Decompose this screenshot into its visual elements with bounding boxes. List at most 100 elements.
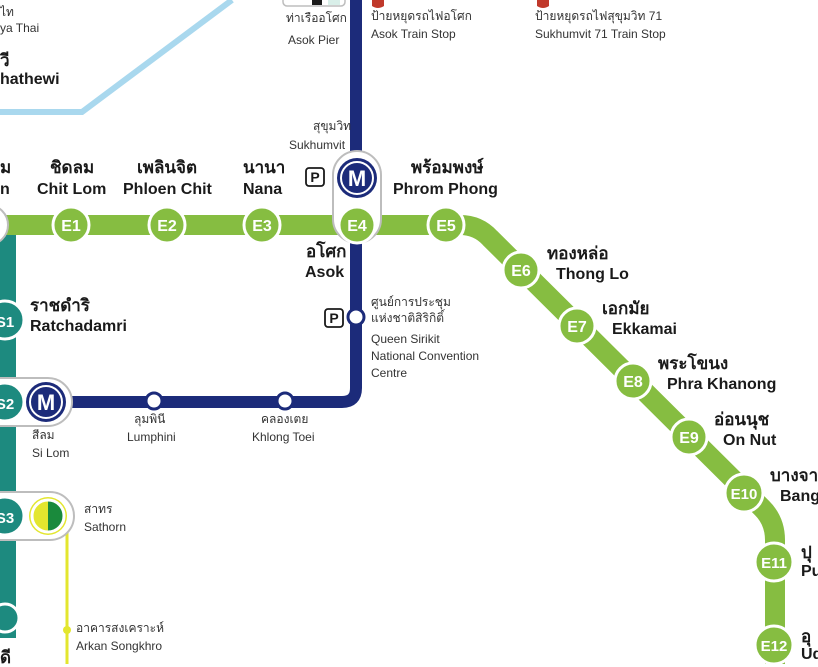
station-e2[interactable]: E2 xyxy=(147,205,187,245)
pier-icon xyxy=(282,0,346,7)
qsncc-thai-1: ศูนย์การประชุม xyxy=(371,295,451,309)
e8-thai: พระโขนง xyxy=(658,354,729,373)
svg-text:E2: E2 xyxy=(157,218,177,235)
station-qsncc[interactable] xyxy=(346,307,366,327)
svg-text:E4: E4 xyxy=(347,218,367,235)
svg-text:S2: S2 xyxy=(0,396,14,413)
asok-pier-thai: ท่าเรืออโศก xyxy=(286,11,347,25)
station-s1[interactable]: S1 xyxy=(0,299,26,341)
mrt-icon: M xyxy=(26,382,66,422)
svg-text:E6: E6 xyxy=(511,263,531,280)
e10-thai: บางจาก xyxy=(770,466,818,485)
parking-icon: P xyxy=(305,167,325,187)
e7-thai: เอกมัย xyxy=(602,299,650,318)
e2-thai: เพลินจิต xyxy=(137,158,198,177)
station-e7[interactable]: E7 xyxy=(557,306,597,346)
svg-text:P: P xyxy=(329,310,338,326)
e5-english: Phrom Phong xyxy=(393,181,498,198)
e9-thai: อ่อนนุช xyxy=(714,410,770,429)
mrt-blue-line xyxy=(40,0,362,408)
svg-text:E10: E10 xyxy=(731,486,758,503)
s3-english: Sathorn xyxy=(84,520,127,534)
e11-thai: ปุ xyxy=(801,543,812,562)
e3-thai: นานา xyxy=(243,158,286,177)
e7-english: Ekkamai xyxy=(612,321,677,338)
station-e5[interactable]: E5 xyxy=(426,205,466,245)
svg-text:E12: E12 xyxy=(761,638,788,655)
s3-thai: สาทร xyxy=(84,502,113,516)
e2-english: Phloen Chit xyxy=(123,181,212,198)
sukhumvit71-train-stop-english: Sukhumvit 71 Train Stop xyxy=(535,27,666,41)
e6-thai: ทองหล่อ xyxy=(547,244,609,263)
top-left-thai-label: ไท xyxy=(0,5,14,19)
svg-text:P: P xyxy=(310,169,319,185)
s2-thai: สีลม xyxy=(32,428,55,442)
top-left-thai-label-2: วี xyxy=(0,51,10,70)
top-left-english-label-2: hathewi xyxy=(0,71,60,88)
station-e10[interactable]: E10 xyxy=(723,472,765,514)
s2-english: Si Lom xyxy=(32,446,70,460)
e5-thai: พร้อมพงษ์ xyxy=(411,158,484,177)
airport-rail-link-line xyxy=(0,0,234,115)
station-s-bottom xyxy=(0,602,21,634)
mrt-icon: M xyxy=(337,158,377,198)
qsncc-english-2: National Convention xyxy=(371,349,480,363)
sukhumvit-mrt-thai: สุขุมวิท xyxy=(313,119,352,133)
e9-english: On Nut xyxy=(723,432,777,449)
sukhumvit-mrt-english: Sukhumvit xyxy=(289,138,346,152)
arkan-songkhro-english: Arkan Songkhro xyxy=(76,639,163,653)
e10-english: Bang xyxy=(780,488,818,505)
svg-text:E5: E5 xyxy=(436,218,456,235)
e3-english: Nana xyxy=(243,181,283,198)
lumphini-english: Lumphini xyxy=(127,430,176,444)
e1-english: Chit Lom xyxy=(37,181,107,198)
e4-english: Asok xyxy=(305,264,345,281)
e1-thai: ชิดลม xyxy=(50,158,95,177)
qsncc-english-3: Centre xyxy=(371,366,408,380)
sukhumvit-line xyxy=(0,215,785,664)
station-arkan-songkhro[interactable] xyxy=(63,626,71,634)
svg-text:E1: E1 xyxy=(61,218,81,235)
siam-interchange-capsule xyxy=(0,207,9,243)
khlong-toei-english: Khlong Toei xyxy=(252,430,315,444)
svg-text:E8: E8 xyxy=(623,374,643,391)
top-left-english-label: ya Thai xyxy=(0,21,40,35)
station-s3[interactable]: S3 xyxy=(0,495,26,537)
station-e8[interactable]: E8 xyxy=(613,361,653,401)
svg-text:M: M xyxy=(348,166,366,191)
e8-english: Phra Khanong xyxy=(667,376,777,393)
station-e6[interactable]: E6 xyxy=(501,250,541,290)
asok-train-stop-thai: ป้ายหยุดรถไฟอโศก xyxy=(371,9,472,23)
bottom-left-cut-label: ดี xyxy=(0,648,12,667)
e4-thai: อโศก xyxy=(306,242,347,261)
station-e11[interactable]: E11 xyxy=(753,541,795,583)
silom-line xyxy=(0,218,16,638)
svg-text:S1: S1 xyxy=(0,314,14,331)
station-e9[interactable]: E9 xyxy=(669,417,709,457)
asok-train-stop-english: Asok Train Stop xyxy=(371,27,456,41)
gold-line-station-icon xyxy=(29,497,67,535)
station-e12[interactable]: E12 xyxy=(753,624,795,664)
parking-icon: P xyxy=(324,308,344,328)
station-s2[interactable]: S2 xyxy=(0,381,26,423)
asok-pier-english: Asok Pier xyxy=(288,33,340,47)
e12-thai: อุ xyxy=(801,627,812,646)
svg-text:E3: E3 xyxy=(252,218,272,235)
svg-text:S3: S3 xyxy=(0,510,14,527)
svg-text:E9: E9 xyxy=(679,430,699,447)
e12-english: Ud xyxy=(801,646,818,663)
cut-station-english: n xyxy=(0,181,10,198)
arkan-songkhro-thai: อาคารสงเคราะห์ xyxy=(76,621,165,635)
khlong-toei-thai: คลองเตย xyxy=(261,412,309,426)
lumphini-thai: ลุมพินี xyxy=(134,412,166,426)
svg-text:M: M xyxy=(37,390,55,415)
station-khlong-toei[interactable] xyxy=(275,391,295,411)
station-e4[interactable]: E4 xyxy=(337,205,377,245)
e11-english: Pu xyxy=(801,563,818,580)
station-lumphini[interactable] xyxy=(144,391,164,411)
qsncc-english-1: Queen Sirikit xyxy=(371,332,440,346)
cut-station-thai: ม xyxy=(0,158,12,177)
station-e3[interactable]: E3 xyxy=(242,205,282,245)
station-e1[interactable]: E1 xyxy=(51,205,91,245)
